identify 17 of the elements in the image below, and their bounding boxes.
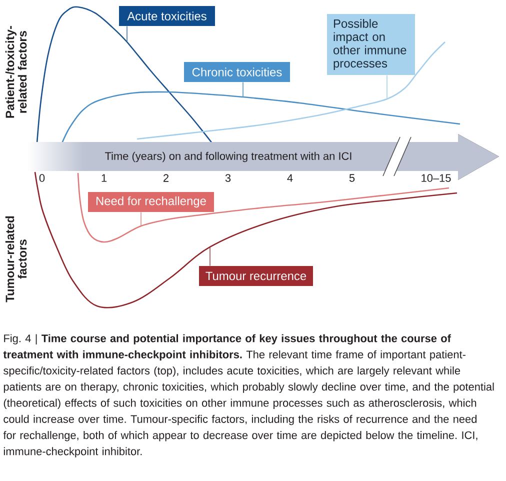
- tick-label: 2: [164, 174, 168, 182]
- tick-label: 3: [225, 174, 231, 182]
- figure-caption: Fig. 4 | Time course and potential importance of key issues throughout the course of treatment with immune-checkpoint inhibitors. The relevant time frame of important patient-specific/toxicity-related factors (top), includes acute toxicities, which are largely relevant while patients are on therapy, chronic toxicities, which probably slowly decline over time, and the potential (theoretical) effects of such toxicities on other immune processes such as atherosclerosis, which could increase over time. Tumour-specific factors, including the risks of recurrence and the need for rechallenge, both of which appear to decrease over time are depicted below the timeline. ICI, immune-checkpoint inhibitor.: [3, 334, 494, 458]
- axis-title: Patient-/toxicity-related factors: [5, 26, 27, 118]
- leader-line: [126, 26, 128, 42]
- tick-label: 10–15: [422, 174, 451, 182]
- tick-label: 4: [287, 174, 293, 182]
- leader-line: [386, 74, 388, 100]
- label-box: Possible impact on other immune processes: [327, 14, 415, 75]
- tick-label: 1: [102, 174, 107, 182]
- trend-curve: [61, 91, 460, 144]
- tick-label: 5: [349, 174, 355, 182]
- tick-label: 0: [39, 174, 45, 182]
- leader-line: [242, 82, 244, 98]
- trend-curve: [136, 42, 446, 140]
- trend-curve: [34, 172, 458, 308]
- leader-line: [140, 212, 142, 226]
